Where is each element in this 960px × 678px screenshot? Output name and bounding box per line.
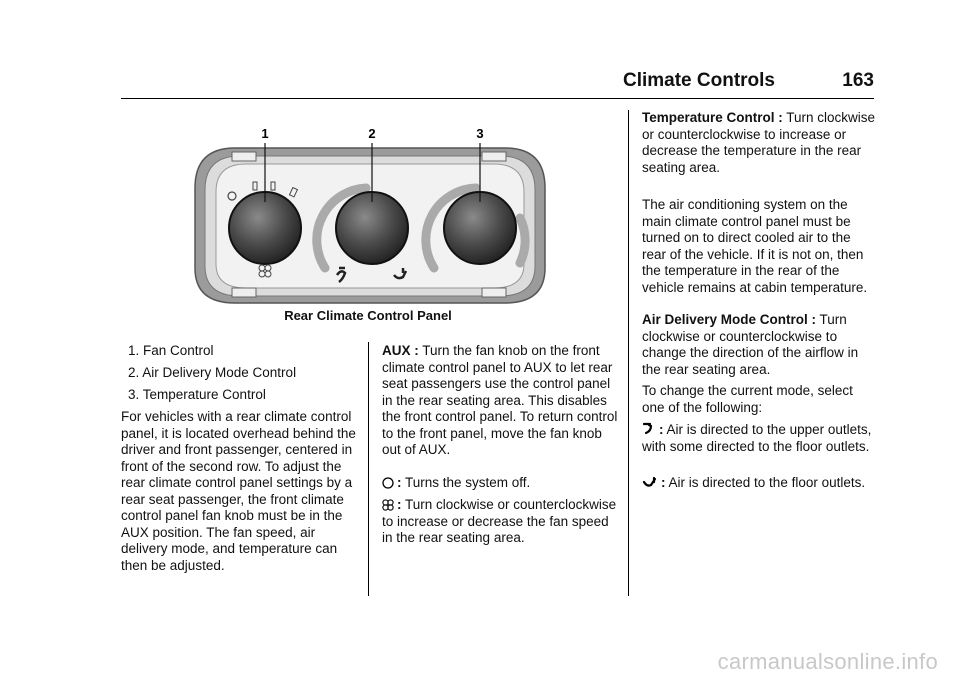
column-divider-2 [628, 110, 629, 596]
off-entry: : Turns the system off. [382, 475, 618, 492]
header-rule [121, 98, 874, 99]
fan-term: : [397, 497, 402, 512]
floor-mode-text: Air is directed to the floor outlets. [668, 475, 866, 490]
ac-note: The air conditioning system on the main … [642, 197, 868, 295]
air-delivery-term: Air Delivery Mode Control : [642, 312, 817, 327]
air-delivery-entry: Air Delivery Mode Control : Turn clockwi… [642, 312, 878, 378]
list-item-air-delivery: 2. Air Delivery Mode Control [128, 365, 297, 380]
vent-mode-term: : [659, 422, 664, 437]
temperature-text: Turn clockwise or counterclockwise to in… [642, 110, 876, 175]
aux-term: AUX : [382, 343, 419, 358]
off-term: : [397, 475, 402, 490]
vent-mode-text: Air is directed to the upper outlets, wi… [642, 422, 872, 454]
off-icon [382, 477, 394, 489]
rear-panel-description: For vehicles with a rear climate control… [121, 409, 356, 573]
callout-2: 2 [368, 126, 375, 141]
vent-mode-entry: : Air is directed to the upper outlets, … [642, 421, 878, 455]
floor-mode-icon [642, 476, 657, 487]
temperature-term: Temperature Control : [642, 110, 783, 125]
page-number: 163 [842, 70, 874, 91]
aux-text: Turn the fan knob on the front climate c… [382, 343, 618, 457]
floor-mode-term: : [661, 475, 666, 490]
column-divider-1 [368, 342, 369, 596]
list-item-fan-control: 1. Fan Control [128, 343, 214, 358]
header-title: Climate Controls [622, 70, 775, 91]
temperature-control-entry: Temperature Control : Turn clockwise or … [642, 110, 878, 176]
figure-caption: Rear Climate Control Panel [284, 308, 452, 323]
select-mode-text: To change the current mode, select one o… [642, 383, 853, 415]
fan-text: Turn clockwise or counterclockwise to in… [382, 497, 617, 545]
callout-1: 1 [261, 126, 268, 141]
fan-entry: : Turn clockwise or counterclockwise to … [382, 497, 618, 547]
rear-climate-panel-figure: 1 2 3 [194, 126, 546, 304]
list-item-temperature: 3. Temperature Control [128, 387, 266, 402]
callout-3: 3 [476, 126, 483, 141]
aux-entry: AUX : Turn the fan knob on the front cli… [382, 343, 618, 459]
floor-mode-entry: : Air is directed to the floor outlets. [642, 475, 878, 492]
fan-icon [382, 499, 394, 511]
off-text: Turns the system off. [405, 475, 531, 490]
watermark: carmanualsonline.info [717, 649, 938, 674]
vent-mode-icon [642, 422, 653, 435]
air-delivery-text: Turn clockwise or counterclockwise to ch… [642, 312, 859, 377]
